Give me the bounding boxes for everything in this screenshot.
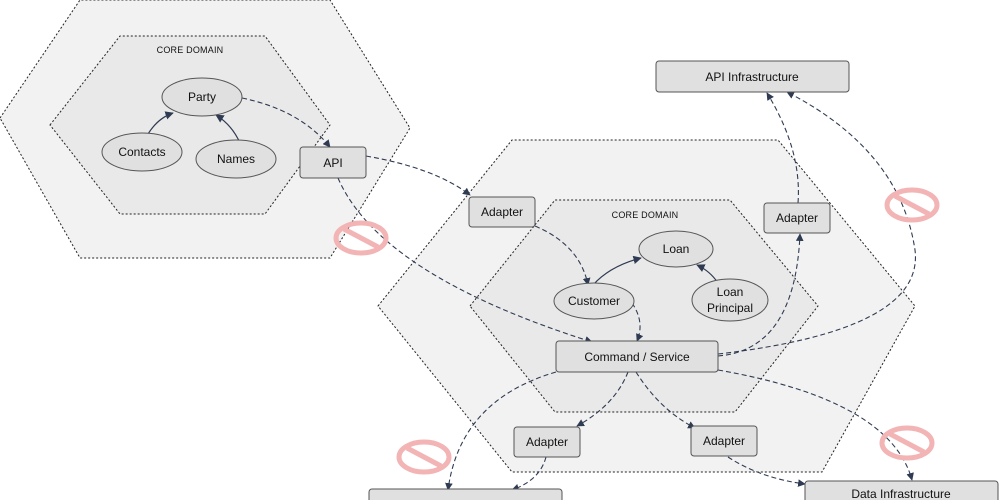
data-infrastructure-label: Data Infrastructure [851,487,951,500]
party-label: Party [188,90,216,104]
prohibited-icon-api-to-command [336,223,386,253]
names-label: Names [217,152,255,166]
left-infrastructure-box [368,488,563,500]
party-node [161,77,243,117]
api-infrastructure-label: API Infrastructure [705,70,799,84]
prohibited-icon-data-infra [882,428,932,458]
api-box [299,146,367,179]
customer-label: Customer [568,294,620,308]
command-service-box [555,340,719,373]
left-core-domain-label: CORE DOMAIN [157,45,224,55]
loan-label: Loan [663,242,690,256]
adapter-in-box [468,196,536,228]
names-node [195,139,277,179]
command-to-adapter-bottom-left-arrow [576,371,629,427]
command-to-adapter-bottom-right-arrow [635,371,696,429]
command-to-data-infra-arrow [717,369,914,481]
adapter-in-label: Adapter [481,205,523,219]
loan-principal-node [691,278,769,322]
adapter-api-box [763,202,831,234]
command-service-label: Command / Service [584,350,690,364]
data-infrastructure-box [804,480,999,500]
adapter-to-customer-arrow [534,225,591,286]
command-to-api-infra-arrow [717,91,916,355]
contacts-label: Contacts [118,145,165,159]
loan-principal-label-line2: Principal [707,301,753,315]
loan-principal-label-line1: Loan [717,285,744,299]
api-infrastructure-box [655,60,850,93]
customer-to-command-arrow [631,302,644,342]
adapter-to-api-infra-arrow [766,92,799,204]
adapter-api-label: Adapter [776,211,818,225]
api-to-command-arrow [337,177,593,344]
adapter-to-left-infra-arrow [511,456,547,492]
api-label: API [323,156,342,170]
right-core-domain-label: CORE DOMAIN [612,210,679,220]
adapter-to-data-infra-arrow [727,456,806,487]
prohibited-icon-left-infra [399,442,449,472]
command-to-adapter-api-arrow [717,233,804,357]
adapter-bottom-right-label: Adapter [703,434,745,448]
contacts-to-party-arrow [147,111,174,135]
prohibited-icon-api-infra [887,190,937,220]
loan-node [638,230,714,268]
customer-to-loan-arrow [592,255,642,286]
party-to-api-arrow [241,97,331,148]
adapter-bottom-left-label: Adapter [526,435,568,449]
contacts-node [101,132,183,172]
adapter-bottom-left-box [513,426,581,458]
customer-node [553,282,635,320]
adapter-bottom-right-box [690,425,758,457]
